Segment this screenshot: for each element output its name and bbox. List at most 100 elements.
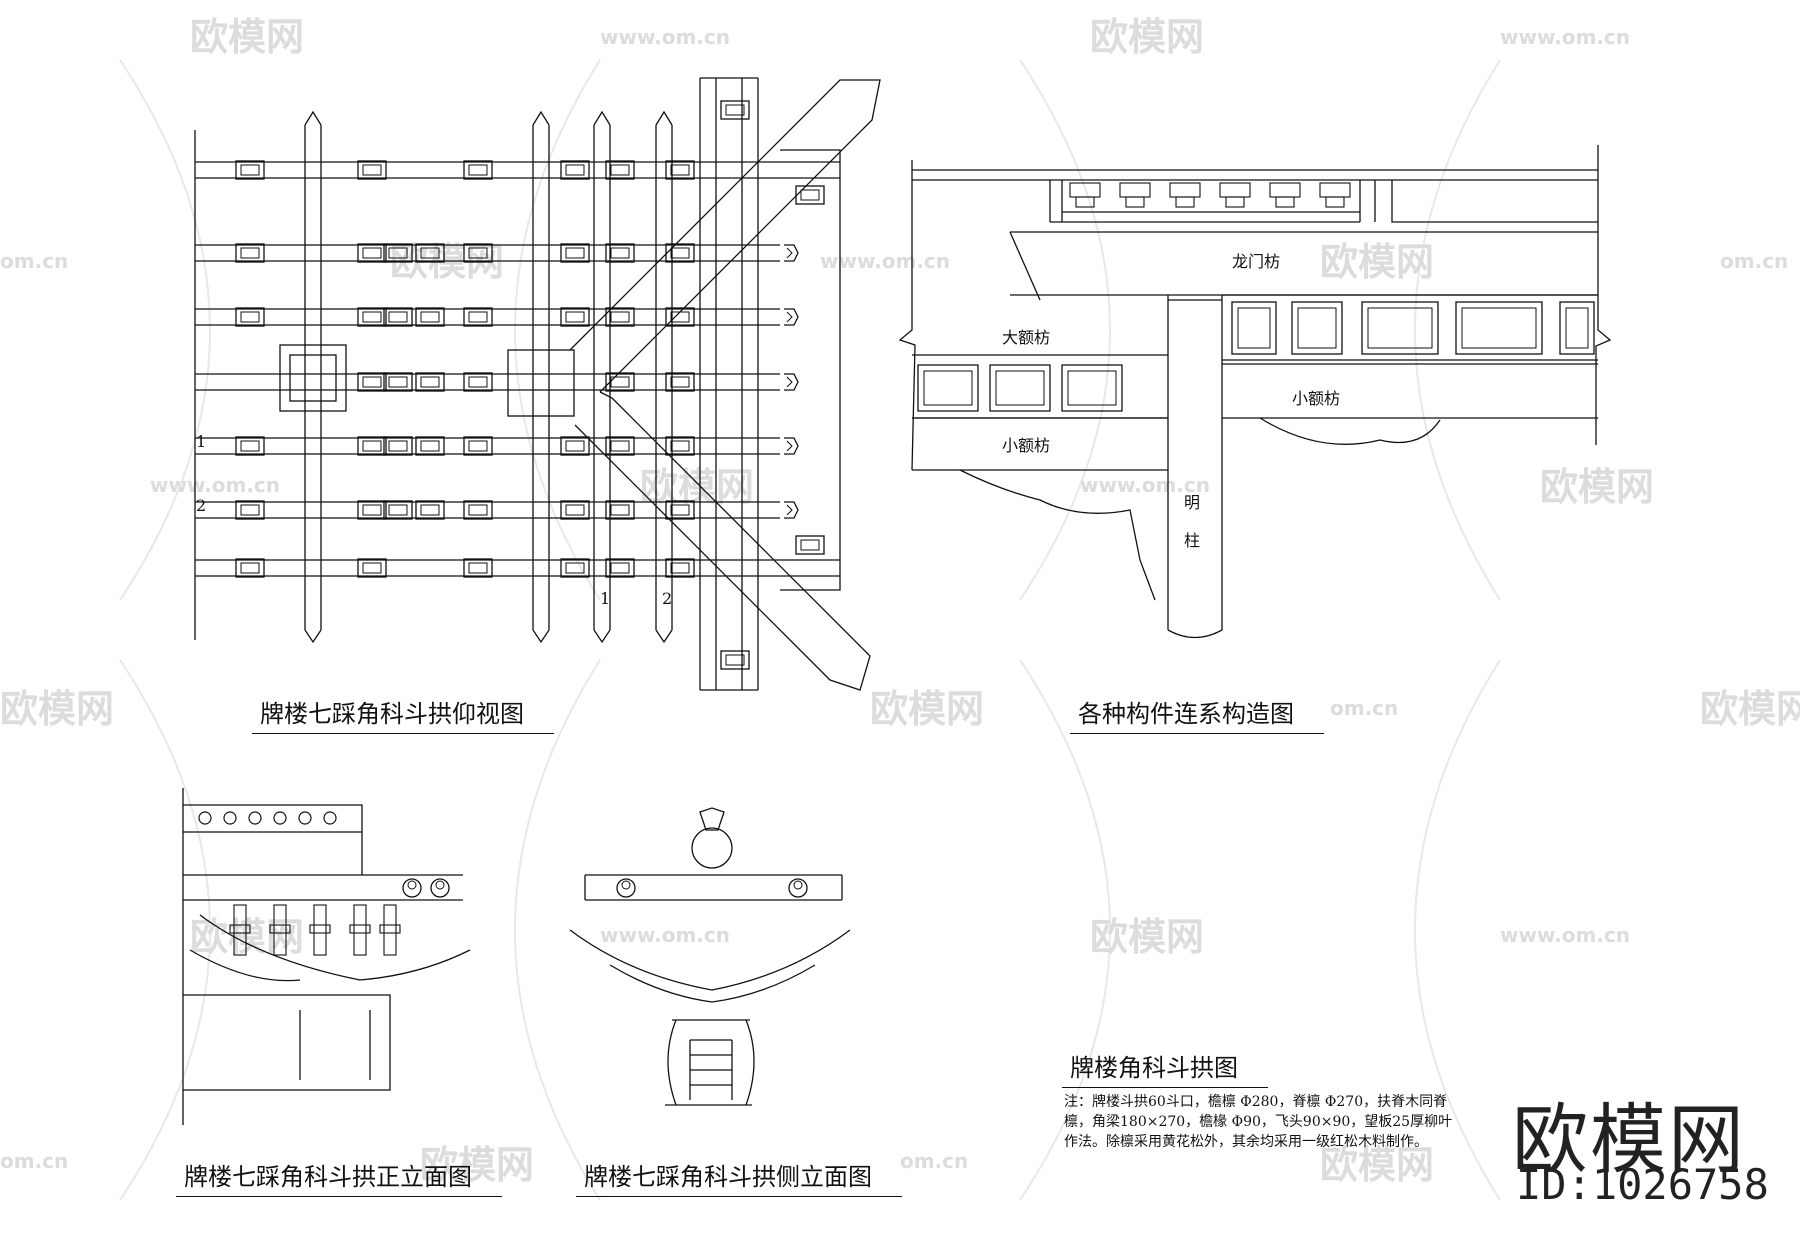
watermark-brand: 欧模网: [1320, 240, 1434, 284]
fang-panel: [1061, 364, 1123, 412]
plan-bracket-block: [463, 372, 493, 392]
bracket-post: [353, 904, 367, 956]
fang-panel-inner: [1565, 307, 1589, 349]
plan-beam-end-arrow: [783, 501, 799, 519]
plan-bracket-block: [383, 436, 413, 456]
plan-beam-end-arrow: [783, 244, 799, 262]
fang-panel-inner: [995, 370, 1045, 406]
plan-bracket-block: [463, 160, 493, 180]
brand-logo-text: 欧模网: [1512, 1095, 1746, 1184]
dougong-block: [1269, 182, 1301, 198]
rafter-hole: [198, 811, 212, 825]
plan-bracket-block: [560, 307, 590, 327]
bracket-post: [273, 904, 287, 956]
bracket-post: [309, 924, 331, 934]
side-elevation: [569, 807, 851, 1106]
watermark-url: www.om.cn: [600, 25, 730, 49]
watermark-url: www.om.cn: [1500, 923, 1630, 947]
plan-bracket-block: [560, 243, 590, 263]
dougong-block: [1275, 196, 1295, 208]
watermark-url: om.cn: [0, 1149, 68, 1173]
label-longmen-fang: 龙门枋: [1232, 252, 1280, 271]
plan-label-1: 1: [196, 432, 206, 451]
watermark-url: om.cn: [0, 249, 68, 273]
fang-panel-inner: [923, 370, 973, 406]
plan-bracket-block: [235, 243, 265, 263]
bracket-post: [269, 924, 291, 934]
watermark-url: www.om.cn: [1500, 25, 1630, 49]
plan-bracket-block: [235, 500, 265, 520]
watermark-brand: 欧模网: [1320, 1143, 1434, 1187]
plan-horizontal-beams: [195, 161, 840, 577]
plan-bracket-block: [463, 500, 493, 520]
plan-bracket-block: [235, 307, 265, 327]
watermark-brand: 欧模网: [870, 687, 984, 731]
plan-label-1b: 1: [600, 589, 610, 608]
watermark-brand: 欧模网: [190, 915, 304, 959]
fang-panel-inner: [1461, 307, 1537, 349]
plan-bracket-block: [383, 307, 413, 327]
plan-bracket-block: [560, 500, 590, 520]
watermark-url: www.om.cn: [1080, 473, 1210, 497]
connection-view-caption: 各种构件连系构造图: [1070, 694, 1324, 734]
connection-labels: 龙门枋 大额枋 小额枋 小额枋 明 柱: [1002, 252, 1340, 550]
fang-panel: [1559, 301, 1595, 355]
plan-view-caption: 牌楼七踩角科斗拱仰视图: [252, 694, 554, 734]
plan-bracket-block: [235, 558, 265, 578]
plan-labels: 1 2 1 2: [196, 432, 672, 608]
fang-panel-inner: [1237, 307, 1271, 349]
fang-panel: [1455, 301, 1543, 355]
plan-label-2: 2: [196, 496, 206, 515]
plan-bracket-block: [665, 436, 695, 456]
dougong-block: [1125, 196, 1145, 208]
bracket-post: [383, 904, 397, 956]
label-big-e-fang: 大额枋: [1002, 328, 1050, 347]
label-column-2: 柱: [1184, 531, 1200, 550]
label-small-e-fang-right: 小额枋: [1292, 389, 1340, 408]
fang-panel: [1231, 301, 1277, 355]
side-elevation-caption: 牌楼七踩角科斗拱侧立面图: [576, 1157, 902, 1197]
plan-bracket-block: [560, 160, 590, 180]
fang-panel: [917, 364, 979, 412]
plan-bracket-block: [463, 307, 493, 327]
front-elevation-holes: [198, 811, 401, 956]
plan-bracket-block: [665, 160, 695, 180]
notes-title: 牌楼角科斗拱图: [1062, 1048, 1268, 1088]
watermark-url: www.om.cn: [820, 249, 950, 273]
plan-beam-end-arrow: [783, 437, 799, 455]
plan-bracket-block: [357, 558, 387, 578]
watermark-brand: 欧模网: [420, 1143, 534, 1187]
fang-panel: [1291, 301, 1343, 355]
dougong-block: [1319, 182, 1351, 198]
watermark-url: om.cn: [1720, 249, 1788, 273]
dougong-block: [1225, 196, 1245, 208]
rafter-hole: [223, 811, 237, 825]
plan-bracket-block: [795, 185, 825, 205]
plan-bracket-block: [383, 500, 413, 520]
label-small-e-fang-left: 小额枋: [1002, 436, 1050, 455]
front-elevation-caption: 牌楼七踩角科斗拱正立面图: [176, 1157, 502, 1197]
notes-body: 注：牌楼斗拱60斗口，檐檩 Φ280，脊檩 Φ270，扶脊木同脊檩，角梁180×…: [1064, 1094, 1453, 1150]
watermark-brand: 欧模网: [0, 687, 114, 731]
fang-panel-inner: [1367, 307, 1433, 349]
plan-bracket-block: [415, 500, 445, 520]
plan-bracket-block: [665, 372, 695, 392]
watermark-brand: 欧模网: [190, 15, 304, 59]
plan-bracket-block: [235, 436, 265, 456]
label-column-1: 明: [1184, 493, 1200, 512]
plan-bracket-block: [720, 650, 750, 670]
fang-panel-inner: [1297, 307, 1337, 349]
plan-bracket-block: [720, 100, 750, 120]
watermark-brand: 欧模网: [1090, 915, 1204, 959]
watermark-brand: 欧模网: [1700, 687, 1800, 731]
dougong-block: [1075, 196, 1095, 208]
fang-panel: [1361, 301, 1439, 355]
plan-vertical-beams: [304, 78, 759, 690]
watermark-url: www.om.cn: [600, 923, 730, 947]
dougong-block: [1325, 196, 1345, 208]
rafter-hole: [323, 811, 337, 825]
watermark-url: www.om.cn: [150, 473, 280, 497]
plan-bracket-block: [415, 307, 445, 327]
plan-view: [194, 77, 881, 691]
plan-beam-end-arrow: [783, 308, 799, 326]
